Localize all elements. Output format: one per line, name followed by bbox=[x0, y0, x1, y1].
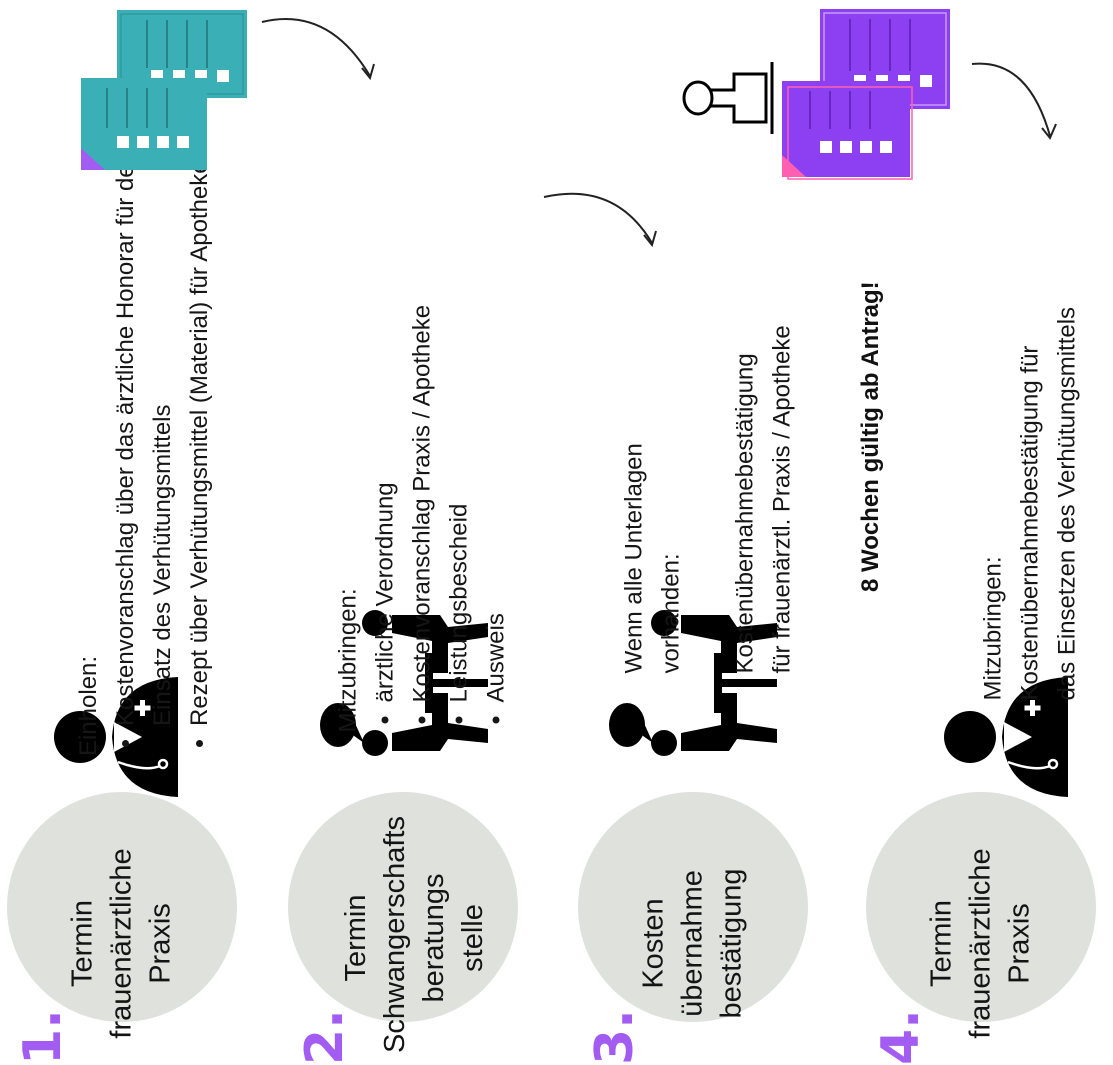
step-3-number: 3. bbox=[585, 1009, 645, 1065]
step-1-circle bbox=[7, 792, 237, 1022]
step-4-line: Kostenübernahmebestätigung für bbox=[1016, 345, 1044, 701]
step-4-title: Termin frauenärztliche Praxis bbox=[925, 848, 1036, 1039]
step-3-text: Wenn alle Unterlagen vorhanden: Kostenüb… bbox=[616, 234, 801, 674]
step-1-title: Termin frauenärztliche Praxis bbox=[66, 848, 177, 1039]
step-2-circle bbox=[288, 792, 518, 1022]
step-2-bullet: ärztliche Verordnung bbox=[367, 233, 404, 702]
step-3-line: Kostenübernahmebestätigung bbox=[731, 353, 759, 674]
step-3-line: Wenn alle Unterlagen bbox=[620, 443, 648, 674]
step-4-number: 4. bbox=[871, 1009, 931, 1065]
doctor-icon bbox=[944, 677, 1068, 797]
meeting-icon bbox=[320, 610, 488, 756]
step-3-circle bbox=[578, 792, 808, 1022]
step-3-line: für frauenärztl. Praxis / Apotheke bbox=[768, 325, 796, 674]
step-3-note: 8 Wochen gültig ab Antrag! bbox=[857, 281, 884, 592]
step-1-bullet: Kostenvoranschlag über das ärztliche Hon… bbox=[107, 116, 181, 726]
arrow-icon bbox=[971, 62, 1057, 140]
step-4-circle bbox=[866, 792, 1096, 1022]
documents-icon bbox=[81, 10, 247, 170]
documents-icon bbox=[782, 9, 950, 180]
step-4-text: Mitzubringen: Kostenübernahmebestätigung… bbox=[975, 221, 1086, 701]
step-2-bullet: Ausweis bbox=[478, 233, 515, 702]
stamp-icon bbox=[682, 62, 774, 134]
step-1-heading: Einholen: bbox=[75, 655, 102, 756]
step-4-line: Mitzubringen: bbox=[979, 556, 1007, 701]
step-2-bullet: Leistungsbescheid bbox=[441, 233, 478, 703]
doctor-icon bbox=[54, 677, 178, 797]
step-4-line: das Einsetzen des Verhütungsmittels bbox=[1053, 306, 1081, 701]
arrow-icon bbox=[543, 192, 657, 248]
step-1-bullet: Rezept über Verhütungsmittel (Material) … bbox=[181, 116, 218, 726]
meeting-icon bbox=[609, 610, 777, 756]
step-1-number: 1. bbox=[13, 1009, 73, 1065]
arrow-icon bbox=[261, 18, 375, 81]
step-2-title: Termin Schwangerschafts beratungs stelle bbox=[340, 816, 489, 1053]
step-2-text: Mitzubringen: ärztliche Verordnung Koste… bbox=[330, 233, 515, 733]
step-2-number: 2. bbox=[295, 1009, 355, 1065]
step-2-heading: Mitzubringen: bbox=[334, 588, 362, 733]
step-3-line: vorhanden: bbox=[657, 553, 685, 674]
step-3-title: Kosten übernahme bestätigung bbox=[637, 868, 748, 1019]
step-1-bullets: Kostenvoranschlag über das ärztliche Hon… bbox=[107, 116, 218, 756]
step-2-bullet: Kostenvoranschlag Praxis / Apotheke bbox=[404, 233, 441, 703]
step-2-bullets: ärztliche Verordnung Kostenvoranschlag P… bbox=[367, 233, 515, 733]
step-1-text: Einholen: Kostenvoranschlag über das ärz… bbox=[70, 116, 218, 756]
